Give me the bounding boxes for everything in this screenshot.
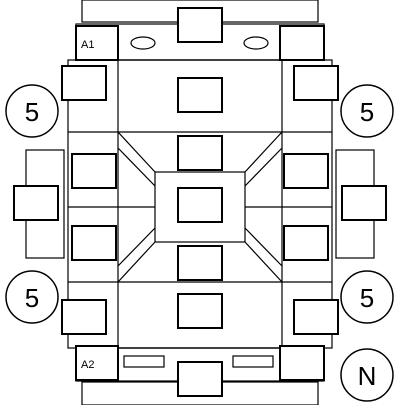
fuse-upper-right [293,65,339,101]
fuse-bottom-right-terminal [279,345,325,381]
fuse-right-2 [283,225,329,261]
fuse-side-left [13,185,59,221]
fuse-bottom-center [177,361,223,397]
terminal-a1-box [75,25,119,61]
top-left-screw-slot [130,36,156,50]
callout-bottom-right-circle [340,270,394,324]
callout-bottom-left-circle [5,270,59,324]
fuse-inner-lower [177,245,223,281]
callout-neutral: N [358,361,377,391]
callout-top-right-circle [340,84,394,138]
callout-top-left: 5 [25,97,39,127]
fuse-lower-left [61,299,107,335]
inner-column [117,59,283,349]
fuse-lower-right [293,299,339,335]
fuse-inner-upper [177,135,223,171]
callout-top-left-circle [5,84,59,138]
fuse-left-2 [71,225,117,261]
fuse-left-1 [71,153,117,189]
callout-neutral-circle [340,348,394,402]
terminal-a2-label: A2 [81,359,94,371]
fuse-side-right [341,185,387,221]
bottom-right-slot [232,355,274,368]
callout-top-right: 5 [360,97,374,127]
top-right-screw-slot [243,36,269,50]
terminal-a1-label: A1 [81,39,94,51]
callout-bottom-right: 5 [360,283,374,313]
fuse-right-1 [283,153,329,189]
bottom-left-slot [123,355,165,368]
fuse-top-center [177,7,223,43]
fuse-inner-bottom [177,293,223,329]
fuse-center [177,187,223,223]
terminal-a2-box [75,345,119,381]
fuse-top-right-terminal [279,25,325,61]
fuse-inner-top [177,77,223,113]
fuse-upper-left [61,65,107,101]
callout-bottom-left: 5 [25,283,39,313]
